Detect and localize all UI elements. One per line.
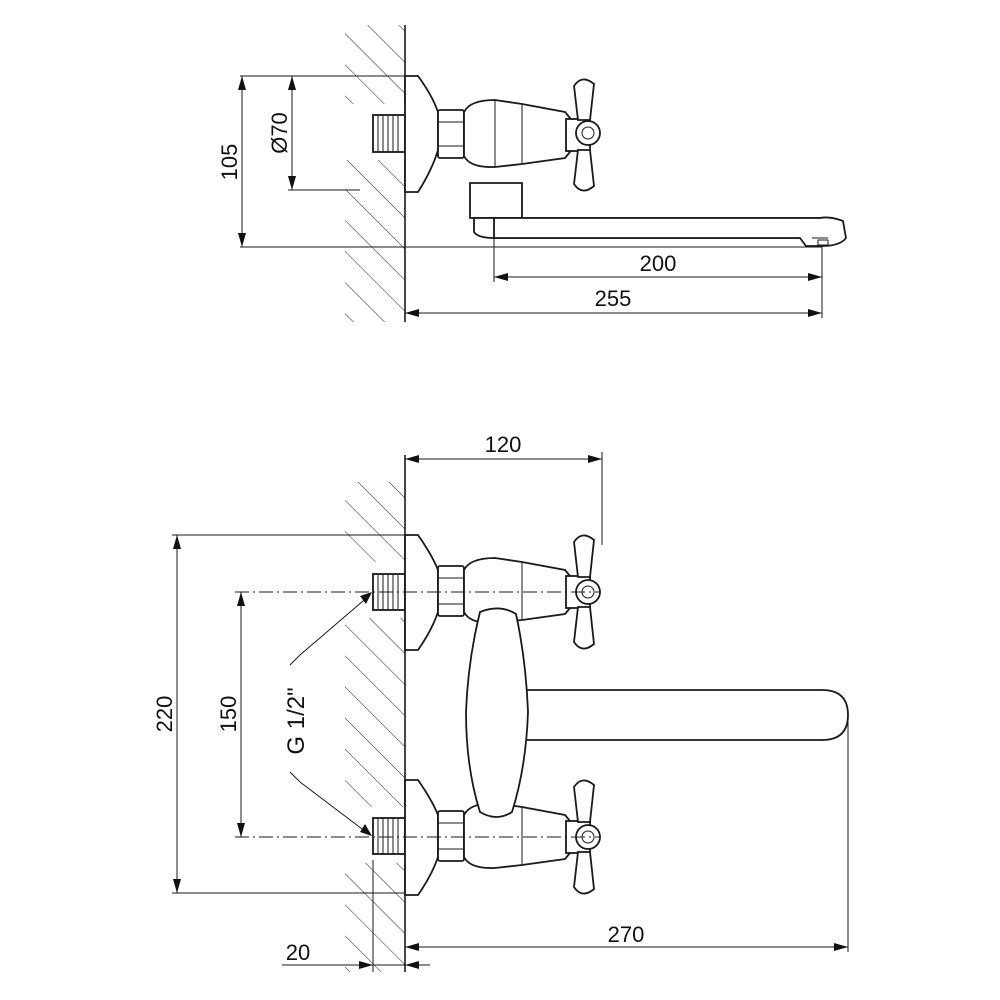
cross-handle-top — [565, 78, 601, 192]
spout-swivel-top — [469, 182, 523, 219]
dimension-105: 105 — [217, 75, 822, 248]
valve-body-top — [463, 99, 571, 168]
dim-label-200: 200 — [640, 251, 677, 276]
thread-label: G 1/2" — [283, 687, 310, 754]
thread-callout: G 1/2" — [283, 592, 372, 836]
wall-flange-top — [404, 75, 439, 193]
dim-label-d70: Ø70 — [267, 112, 292, 154]
spout-top — [493, 216, 847, 247]
threaded-inlet-top — [372, 114, 406, 153]
front-view: 120 220 150 G 1/2" — [152, 432, 849, 972]
dimension-d70: Ø70 — [267, 75, 360, 191]
dim-label-220: 220 — [152, 696, 177, 733]
dimension-20: 20 — [282, 860, 430, 972]
dimension-255: 255 — [405, 286, 822, 317]
hex-nut-top — [437, 109, 465, 159]
dim-label-150: 150 — [216, 696, 241, 733]
dimension-120: 120 — [404, 432, 603, 545]
dim-label-270: 270 — [608, 922, 645, 947]
dim-label-105: 105 — [217, 144, 242, 181]
dimension-220: 220 — [152, 534, 405, 894]
dimension-270: 270 — [405, 718, 849, 952]
dimension-150: 150 — [216, 592, 245, 837]
dim-label-120: 120 — [485, 432, 522, 457]
central-body-front — [465, 607, 529, 818]
spout-front — [519, 689, 849, 741]
wall-hatching-top — [344, 25, 406, 322]
wall-hatching-front — [344, 455, 406, 972]
top-view: 105 Ø70 200 255 — [217, 25, 847, 322]
dim-label-20: 20 — [286, 940, 310, 965]
dim-label-255: 255 — [595, 286, 632, 311]
dimension-200: 200 — [493, 238, 823, 318]
